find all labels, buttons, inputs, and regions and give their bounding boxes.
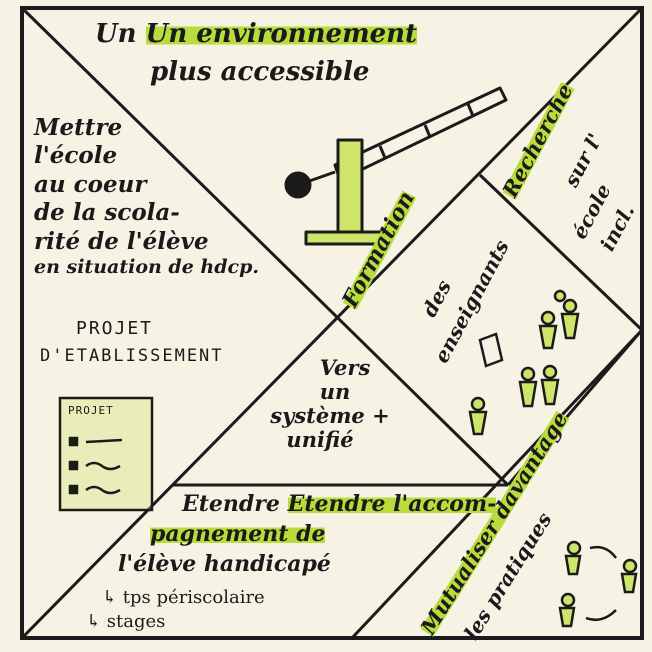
top-text-environnement: Un environnement [145, 19, 418, 49]
center-section: Vers un système + unifié [240, 355, 410, 453]
bottom-pagnement-highlight: pagnement de [150, 521, 326, 547]
left-line-6: en situation de hdcp. [34, 256, 259, 279]
left-line-3: au coeur [34, 170, 147, 198]
bottom-item-2: ↳ stages [86, 611, 166, 632]
left-section: Mettre l'école au coeur de la scola- rit… [34, 114, 259, 279]
center-line-1: Vers [319, 355, 371, 380]
document-title: PROJET [68, 404, 114, 417]
left-line-4: de la scola- [34, 199, 180, 227]
bottom-line-3: l'élève handicapé [118, 551, 331, 577]
outer-frame [20, 6, 644, 640]
bottom-item-1: ↳ tps périscolaire [102, 587, 265, 608]
left-line-2: l'école [34, 142, 118, 170]
bottom-etendre: Etendre [182, 491, 288, 517]
left-projet-label: PROJET [76, 318, 154, 339]
left-line-1: Mettre [34, 114, 123, 141]
left-etablissement-label: D'ETABLISSEMENT [40, 346, 224, 366]
sharing-people-icon [558, 540, 638, 628]
project-document-icon [58, 396, 154, 512]
top-section-line2: plus accessible [150, 57, 370, 87]
bottom-line-1: Etendre Etendre l'accom- [182, 491, 497, 517]
left-line-5: rité de l'élève [34, 227, 209, 255]
bottom-accom-highlight: Etendre l'accom- [287, 491, 497, 517]
top-section-line1: Un Un environnement [95, 19, 418, 50]
center-line-3: système + [270, 403, 390, 429]
teachers-figures-icon [468, 289, 580, 436]
center-line-4: unifié [286, 427, 354, 453]
center-line-2: un [319, 379, 351, 405]
top-text-un: Un [95, 19, 146, 49]
bottom-line-2: pagnement de [150, 521, 326, 547]
